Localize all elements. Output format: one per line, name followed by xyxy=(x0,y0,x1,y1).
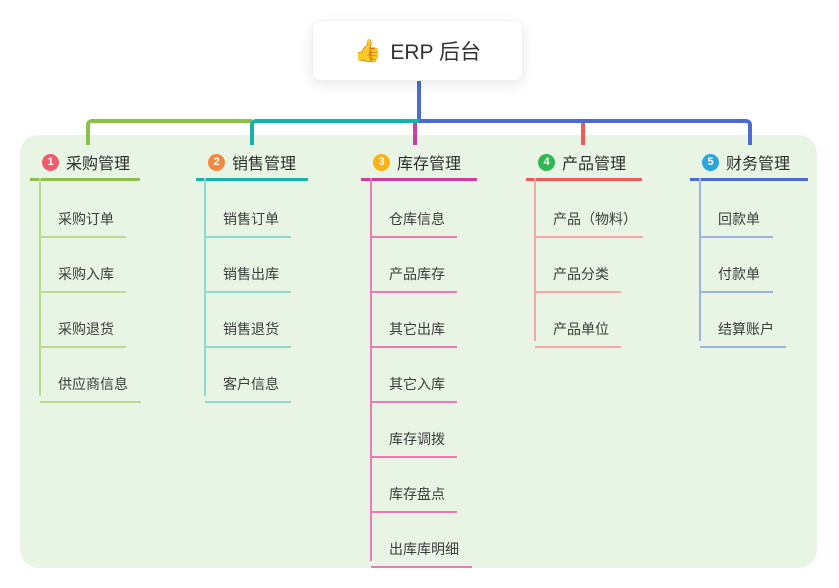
child-node[interactable]: 产品单位 xyxy=(535,311,621,348)
child-node[interactable]: 产品库存 xyxy=(371,256,457,293)
child-node[interactable]: 其它出库 xyxy=(371,311,457,348)
branch-trunk-line xyxy=(699,178,701,341)
connector-bus-finance xyxy=(419,119,752,145)
connector-bus-purchase xyxy=(86,119,252,145)
branch-trunk-line xyxy=(370,178,372,561)
branch-node-inventory[interactable]: 3 库存管理 xyxy=(361,150,477,181)
branch-number-badge: 4 xyxy=(538,153,555,171)
child-node[interactable]: 回款单 xyxy=(700,201,773,238)
thumbs-up-icon: 👍 xyxy=(353,37,382,63)
branch-node-purchase[interactable]: 1 采购管理 xyxy=(30,150,140,181)
branch-number-badge: 3 xyxy=(373,153,390,171)
mindmap-background-panel xyxy=(20,135,817,568)
child-node[interactable]: 出库库明细 xyxy=(371,531,472,568)
branch-number-badge: 5 xyxy=(702,153,719,171)
child-node[interactable]: 产品分类 xyxy=(535,256,621,293)
child-node[interactable]: 付款单 xyxy=(700,256,773,293)
branch-number-badge: 1 xyxy=(42,153,59,171)
root-node-label: ERP 后台 xyxy=(390,40,482,64)
child-node[interactable]: 销售订单 xyxy=(205,201,291,238)
child-node[interactable]: 库存盘点 xyxy=(371,476,457,513)
branch-label: 产品管理 xyxy=(562,156,627,173)
branch-label: 库存管理 xyxy=(397,156,462,173)
connector-root-stem xyxy=(417,81,421,123)
branch-label: 销售管理 xyxy=(232,156,297,173)
branch-label: 采购管理 xyxy=(66,156,131,173)
branch-trunk-line xyxy=(534,178,536,341)
connector-bus-sales xyxy=(250,119,419,145)
child-node[interactable]: 采购入库 xyxy=(40,256,126,293)
child-node[interactable]: 结算账户 xyxy=(700,311,786,348)
child-node[interactable]: 采购订单 xyxy=(40,201,126,238)
branch-node-product[interactable]: 4 产品管理 xyxy=(526,150,642,181)
child-node[interactable]: 供应商信息 xyxy=(40,366,141,403)
child-node[interactable]: 库存调拨 xyxy=(371,421,457,458)
connector-drop-inventory xyxy=(413,123,417,145)
child-node[interactable]: 产品（物料） xyxy=(535,201,643,238)
child-node[interactable]: 其它入库 xyxy=(371,366,457,403)
child-node[interactable]: 销售退货 xyxy=(205,311,291,348)
branch-trunk-line xyxy=(39,178,41,396)
branch-number-badge: 2 xyxy=(208,153,225,171)
branch-node-finance[interactable]: 5 财务管理 xyxy=(690,150,808,181)
child-node[interactable]: 销售出库 xyxy=(205,256,291,293)
child-node[interactable]: 采购退货 xyxy=(40,311,126,348)
connector-drop-product xyxy=(581,123,585,145)
child-node[interactable]: 仓库信息 xyxy=(371,201,457,238)
branch-label: 财务管理 xyxy=(726,156,791,173)
branch-trunk-line xyxy=(204,178,206,396)
child-node[interactable]: 客户信息 xyxy=(205,366,291,403)
branch-node-sales[interactable]: 2 销售管理 xyxy=(196,150,308,181)
root-node[interactable]: 👍 ERP 后台 xyxy=(312,20,523,81)
